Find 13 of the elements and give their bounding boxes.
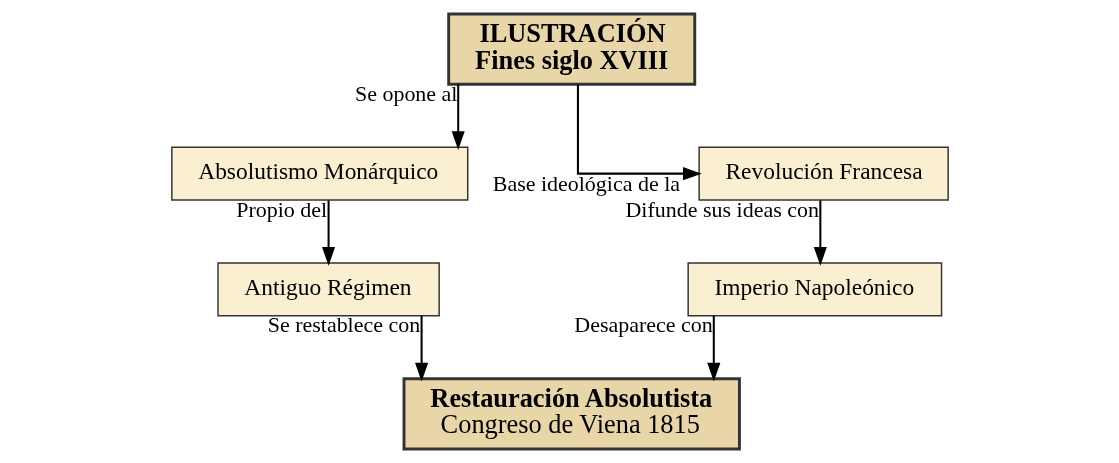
arrow [813, 200, 827, 266]
node-box: Absolutismo Monárquico [170, 146, 468, 201]
node-box: Restauración Absolutista Congreso de Viena 1815 [402, 377, 741, 451]
arrow [414, 315, 428, 382]
arrow [576, 84, 702, 181]
node-box: Imperio Napoleónico [686, 262, 942, 317]
node-box: Revolución Francesa [697, 146, 949, 201]
edge-label: Base ideológica de la [492, 171, 680, 197]
node-box: ILUSTRACIÓN Fines siglo XVIII [446, 12, 696, 86]
node-box: Antiguo Régimen [216, 262, 440, 317]
arrow [451, 84, 465, 151]
arrow [321, 200, 335, 266]
arrow [706, 315, 720, 382]
